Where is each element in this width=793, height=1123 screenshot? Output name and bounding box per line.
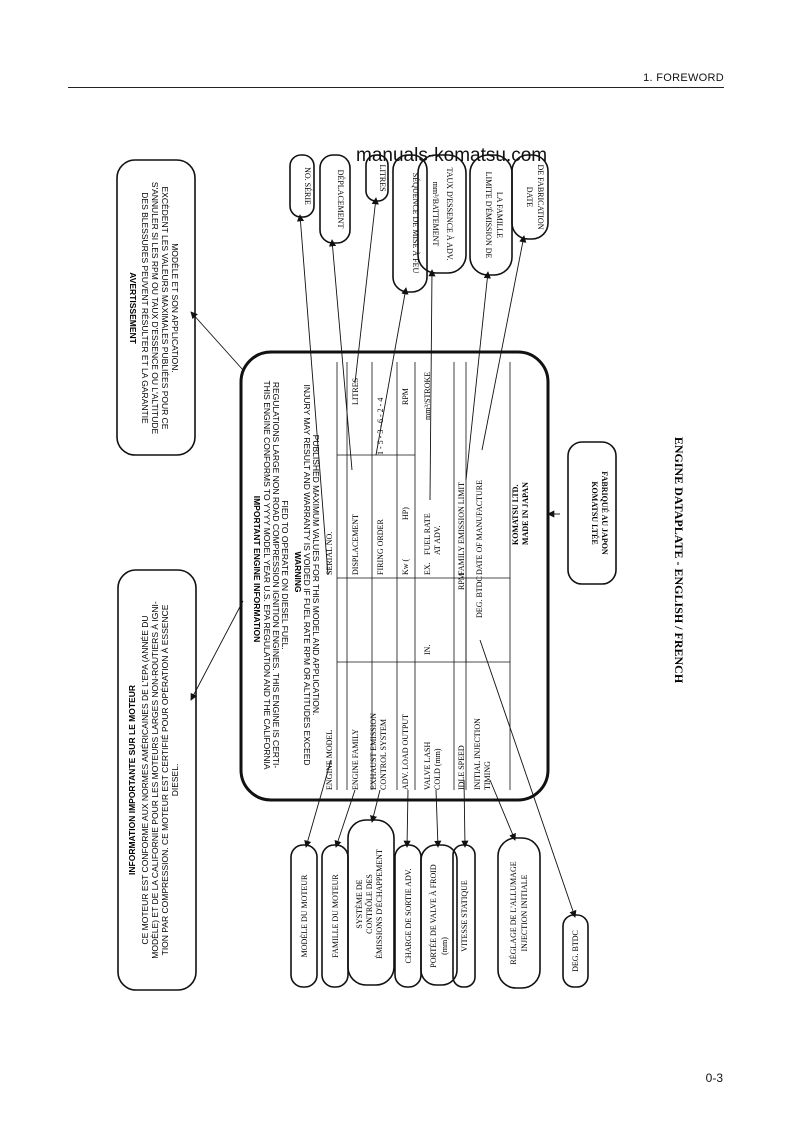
info-fr-1: CE MOTEUR EST CONFORME AUX NORMES AMÉRIC… — [140, 615, 150, 944]
plate-warning-title: WARNING — [293, 551, 303, 592]
plate-in: IN. — [423, 645, 432, 655]
warn-fr-2: S'ANNULER SI LES RPM OU TAUX D'ESSENCE O… — [150, 182, 160, 435]
plate-komatsu: KOMATSU LTD. — [511, 485, 520, 545]
plate-ex: EX. — [423, 562, 432, 575]
callout-limite-2: LA FAMILLE — [495, 192, 504, 238]
warn-fr-3: EXCÈDENT LES VALEURS MAXIMALES PUBLIÉES … — [160, 187, 170, 430]
info-fr-2: MODÈLE) ET DE LA CALIFORNIE POUR LES MOT… — [150, 601, 160, 959]
plate-rpm: RPM — [401, 388, 410, 405]
info-fr-title: INFORMATION IMPORTANTE SUR LE MOTEUR — [127, 685, 137, 875]
callout-reglage-1: RÉGLAGE DE L'ALLUMAGE — [508, 861, 518, 964]
plate-hp: HP) — [401, 507, 410, 520]
plate-conformity-3: FIED TO OPERATE ON DIESEL FUEL. — [280, 500, 290, 649]
info-fr-3: TION PAR COMPRESSION. CE MOTEUR EST CERT… — [160, 604, 170, 955]
plate-exhaust-2: CONTROL SYSTEM — [379, 719, 388, 790]
callout-systeme-1: SYSTÈME DE — [354, 879, 364, 928]
plate-initial-inj-1: INITIAL INJECTION — [473, 718, 482, 790]
callout-deplacement: DÉPLACEMENT — [336, 170, 346, 229]
callout-systeme-3: ÉMISSIONS D'ÉCHAPPEMENT — [374, 849, 384, 959]
plate-displacement: DISPLACEMENT — [351, 514, 360, 575]
plate-litres: LITRES — [351, 378, 360, 405]
callout-portee-1: PORTÉE DE VALVE À FROID — [428, 864, 438, 968]
callout-litres: LITRES — [378, 164, 387, 191]
plate-conformity-2: REGULATIONS LARGE NON ROAD COMPRESSION I… — [271, 382, 281, 769]
plate-date-mfr: DATE OF MANUFACTURE — [475, 480, 484, 575]
warn-fr-4: MODÈLE ET SON APPLICATION. — [170, 243, 180, 373]
plate-warning-1: INJURY MAY RESULT AND WARRANTY IS VOIDED… — [302, 385, 312, 766]
plate-fuel-rate-2: AT ADV. — [433, 526, 442, 556]
plate-adv-load: ADV. LOAD OUTPUT — [401, 714, 410, 790]
plate-warning-2: PUBLISHED MAXIMUM VALUES FOR THIS MODEL … — [311, 435, 321, 716]
callout-reglage-2: INJECTION INITIALE — [520, 874, 529, 951]
plate-mm3: mm³/STROKE — [423, 372, 432, 420]
plate-engine-family: ENGINE FAMILY — [351, 729, 360, 790]
warn-fr-title: AVERTISSEMENT — [128, 272, 138, 344]
plate-made-in: MADE IN JAPAN — [521, 482, 530, 545]
figure-title: ENGINE DATAPLATE - ENGLISH / FRENCH — [672, 437, 686, 684]
plate-title-text: IMPORTANT ENGINE INFORMATION — [252, 496, 262, 643]
callout-sequence: SÉQUENCE DE MISE À FEU — [411, 173, 421, 274]
komatsu-fr-2: FABRIQUÉ AU JAPON — [600, 471, 610, 555]
plate-firing-order: FIRING ORDER — [376, 519, 385, 575]
plate-firing-values: 1 - 5 - 3 - 6 - 2 - 4 — [376, 398, 385, 455]
info-fr-4: DIESEL. — [170, 764, 180, 797]
callout-no-serie: NO. SÉRIE — [303, 167, 313, 205]
header-rule — [68, 87, 724, 88]
callout-portee-2: (mm) — [440, 937, 449, 955]
plate-idle-speed: IDLE SPEED — [457, 745, 466, 790]
plate-kw: Kw ( — [401, 558, 410, 575]
callout-limite-1: LIMITE D'ÉMISSION DE — [484, 172, 494, 259]
callout-deg-btdc: DEG. BTDC — [571, 930, 580, 972]
plate-conformity-1: THIS ENGINE CONFORMS TO YYYY MODEL YEAR … — [262, 380, 272, 769]
komatsu-fr-1: KOMATSU LTÉE — [590, 481, 600, 544]
page-number: 0-3 — [705, 1071, 723, 1085]
plate-valve-lash-2: COLD (mm) — [433, 748, 442, 790]
callout-famille: FAMILLE DU MOTEUR — [331, 874, 340, 958]
warn-fr-1: DES BLESSURES PEUVENT RÉSULTER ET LA GAR… — [140, 192, 150, 424]
plate-initial-inj-2: TIMING — [483, 761, 492, 790]
plate-valve-lash-1: VALVE LASH — [423, 742, 432, 790]
callout-taux-2: TAUX D'ESSENCE À ADV. — [445, 167, 455, 260]
plate-family-limit: FAMILY EMISSION LIMIT — [457, 482, 466, 575]
plate-serial-no: SERIAL NO. — [325, 532, 334, 575]
plate-exhaust-1: EXHAUST EMISSION — [369, 713, 378, 790]
section-header: 1. FOREWORD — [643, 72, 724, 84]
callout-vitesse: VITESSE STATIQUE — [460, 880, 469, 952]
callout-taux-1: mm³/BATTEMENT — [431, 182, 440, 247]
plate-engine-model: ENGINE MODEL — [325, 730, 334, 790]
plate-fuel-rate-1: FUEL RATE — [423, 513, 432, 555]
plate-deg-btdc: DEG. BTDC — [475, 576, 484, 618]
callout-systeme-2: CONTRÔLE DES — [364, 874, 374, 934]
plate-rpm2: RPM — [457, 573, 466, 590]
callout-date-1: DATE — [525, 187, 534, 208]
callout-charge: CHARGE DE SORTIE ADV. — [404, 869, 413, 964]
callout-date-2: DE FABRICATION — [536, 165, 545, 230]
callout-modele: MODÈLE DU MOTEUR — [299, 874, 309, 957]
